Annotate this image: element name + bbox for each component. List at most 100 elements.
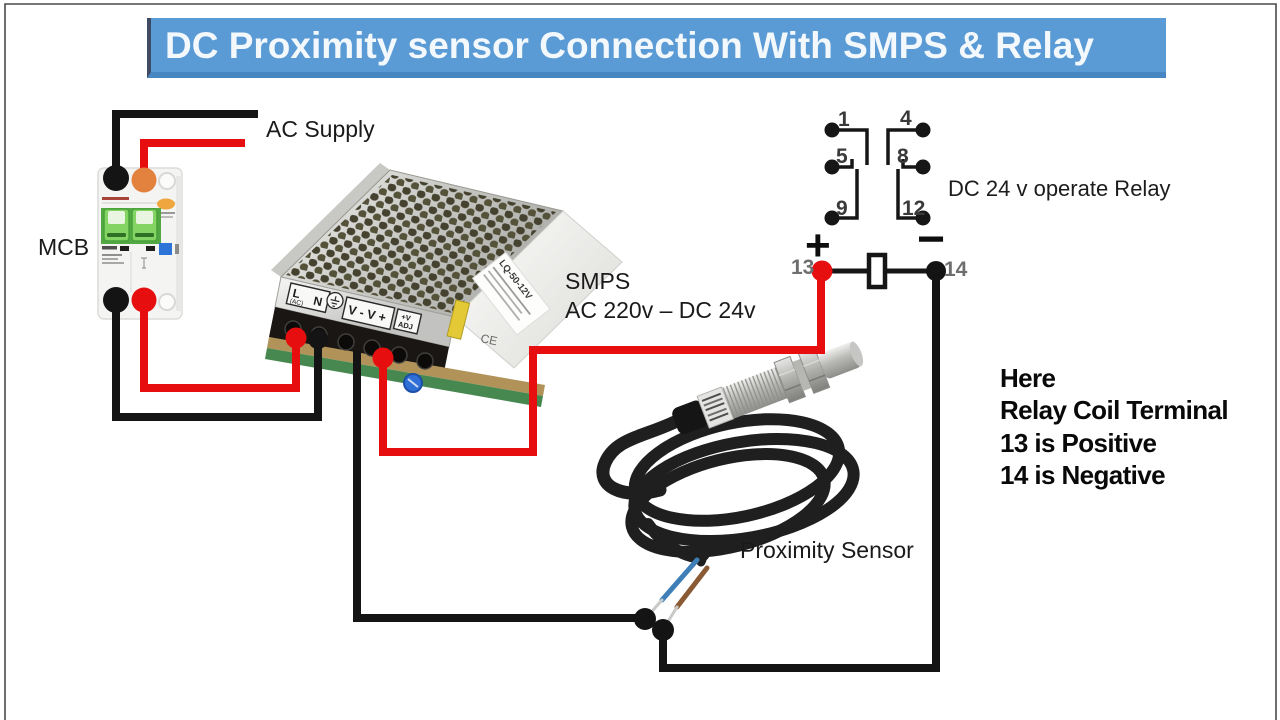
relay-pin-label-9: 9 [836,197,848,220]
mcb-text-row [158,212,175,214]
sensor-cable-coil [596,412,860,567]
note-line-here: Here [1000,363,1056,393]
mcb-jumper-slot [120,246,129,251]
mcb-body-shade [176,176,182,311]
relay-terminal-14-label: 14 [944,258,968,281]
mcb-jumper-slot [146,246,155,251]
relay-pin-label-1: 1 [838,108,850,131]
page-title: DC Proximity sensor Connection With SMPS… [165,25,1094,66]
relay-contact-4 [886,128,923,165]
sensor-cable-gland [672,400,709,435]
smps-ce-mark: CE [479,331,498,348]
label-proximity-sensor: Proximity Sensor [740,537,914,563]
mcb-brand-mark [102,197,129,200]
smps-label-ac: (AC) [289,298,304,308]
mcb-rocker-left [103,208,130,242]
sensor-wire-blue [659,557,700,603]
mcb-top-right-hole [158,172,176,190]
label-smps-name: SMPS [565,268,631,294]
label-mcb: MCB [38,234,90,260]
polarity-minus-sign: − [917,213,946,266]
smps-label-n: N [312,294,324,310]
relay-contact-1 [832,128,869,165]
mcb-unit [97,167,183,320]
smps-unit: L (AC) N V - V + +V ADJ LQ-50-12V [265,163,623,407]
mcb-text-row [160,216,173,218]
smps-perforation [286,175,556,313]
smps-ground-symbol [326,291,344,310]
sensor-barrel-gap [792,358,812,391]
smps-side-sticker: LQ-50-12V [471,251,551,336]
mcb-text-row [102,262,124,264]
proximity-sensor-unit [596,341,864,630]
relay-pin-label-4: 4 [900,107,912,130]
smps-label-v: V - V + [341,296,396,331]
sensor-wire-brown [674,565,710,610]
note-line-coil-terminal: Relay Coil Terminal [1000,395,1229,425]
smps-left-edge [271,163,390,277]
mcb-blue-button [159,243,172,255]
label-ac-supply: AC Supply [266,116,375,142]
relay-contact-12 [896,169,923,220]
relay-pin-label-12: 12 [902,197,926,220]
smps-label-ln: L (AC) N [285,282,331,314]
wire-smps-vminus-to-sensor [353,350,644,622]
svg-text:+V: +V [400,312,411,323]
label-smps-spec: AC 220v – DC 24v [565,297,756,323]
sensor-hex-nut [773,355,807,404]
note-line-13-positive: 13 is Positive [1000,428,1157,458]
smps-pcb-edge [265,348,543,407]
slide-frame-border [4,3,1277,720]
mcb-top-live-terminal [103,165,129,191]
wire-mcb-to-smps-n [112,298,322,421]
mcb-top-neutral-terminal [131,167,157,193]
relay-pin-label-5: 5 [836,145,848,168]
terminal-dots [103,165,946,641]
mcb-rating-text [102,246,117,250]
svg-text:ADJ: ADJ [397,320,414,332]
smps-pcb-top [267,337,545,396]
polarity-plus-sign: + [805,221,831,270]
wire-ac-neutral-red [140,139,245,178]
label-relay-caption: DC 24 v operate Relay [948,176,1171,201]
mcb-text-row [102,258,118,260]
sensor-junction-1 [634,608,656,630]
relay-pin-label-8: 8 [897,145,909,168]
relay-pin-dots [824,122,931,226]
smps-l-terminal [285,327,307,349]
smps-label-l: L [291,286,301,301]
relay-pin-schematic [822,122,936,290]
wire-mcb-to-smps-l [140,298,300,392]
sensor-junction-2 [652,619,674,641]
relay-terminal-14-dot [926,261,946,281]
wire-sensor-to-relay-14 [659,272,940,672]
mcb-rocker-right [131,208,158,242]
sensor-lead-wires [645,557,710,630]
mcb-side-mark [175,244,179,254]
wiring [112,110,940,672]
smps-n-terminal [308,329,328,349]
sensor-tip [818,342,861,379]
note-line-14-negative: 14 is Negative [1000,460,1166,490]
title-banner: DC Proximity sensor Connection With SMPS… [147,18,1166,78]
smps-label-adj: +V ADJ [392,308,423,335]
mcb-indicator-lamp [157,198,175,210]
smps-potentiometer-slot [407,378,419,388]
smps-vplus-terminal [372,347,394,369]
relay-terminal-13-label: 13 [791,256,815,279]
relay-coil-symbol [866,252,888,290]
mcb-bottom-neutral-terminal [131,287,157,313]
mcb-bottom-right-hole [158,293,176,311]
smps-side-face [454,210,623,369]
relay-contact-9 [832,169,859,220]
wire-ac-live-black [112,110,258,176]
relay-terminal-13-dot [811,260,833,282]
wire-smps-vplus-to-relay-13 [379,272,825,456]
mcb-symbol [141,257,147,269]
sensor-head [672,341,864,435]
mcb-text-row [102,254,122,256]
mcb-bottom-live-terminal [103,287,129,313]
smps-yellow-sticker [446,299,471,340]
